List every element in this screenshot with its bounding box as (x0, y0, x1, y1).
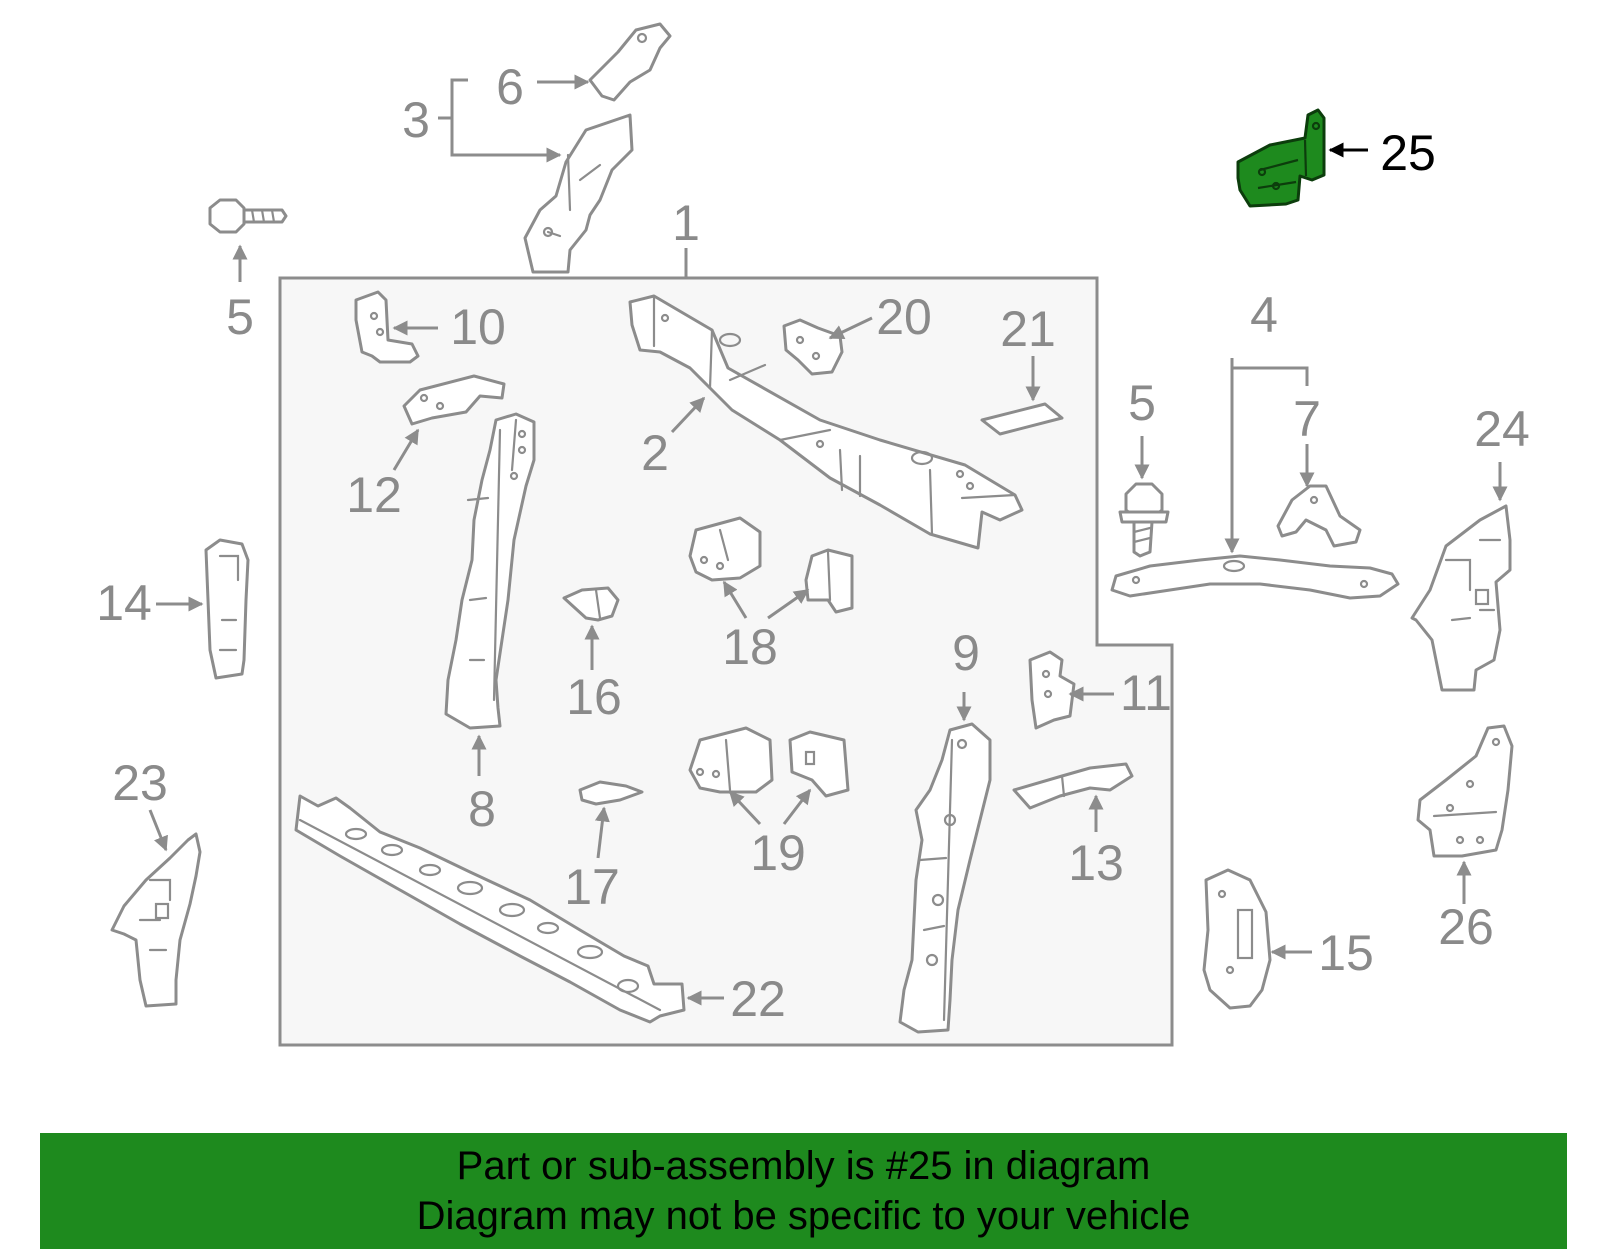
part-12-bracket[interactable] (402, 374, 506, 426)
callout-14: 14 (96, 575, 152, 631)
callout-6: 6 (496, 59, 524, 115)
part-18-bracket-a[interactable] (688, 516, 762, 582)
banner-line-1: Part or sub-assembly is #25 in diagram (456, 1144, 1151, 1188)
part-25-bracket-highlighted[interactable] (1236, 108, 1326, 208)
part-23-side-panel[interactable] (110, 832, 202, 1008)
info-banner: Part or sub-assembly is #25 in diagram D… (40, 1133, 1567, 1249)
callout-4: 4 (1250, 287, 1278, 343)
part-15-side-bracket[interactable] (1202, 868, 1272, 1010)
part-9-vertical-support[interactable] (898, 722, 992, 1034)
callout-22: 22 (730, 971, 786, 1027)
callout-19: 19 (750, 825, 806, 881)
callout-23: 23 (112, 755, 168, 811)
part-18-bracket-b[interactable] (804, 548, 854, 614)
callout-18: 18 (722, 619, 778, 675)
callout-7: 7 (1293, 391, 1321, 447)
part-4-crossmember[interactable] (1110, 554, 1400, 600)
callout-10: 10 (450, 299, 506, 355)
part-8-vertical-support[interactable] (444, 412, 536, 730)
part-10-bracket[interactable] (354, 290, 420, 364)
callout-9: 9 (952, 625, 980, 681)
part-26-bracket[interactable] (1416, 724, 1514, 858)
callout-25: 25 (1380, 125, 1436, 181)
callout-3: 3 (402, 92, 430, 148)
callout-24: 24 (1474, 401, 1530, 457)
callout-5-left: 5 (226, 289, 254, 345)
callout-20: 20 (876, 289, 932, 345)
part-19-bracket-a[interactable] (688, 726, 774, 794)
part-24-side-panel[interactable] (1410, 504, 1512, 692)
part-2-upper-crossmember[interactable] (628, 294, 1024, 550)
part-13-bracket[interactable] (1012, 762, 1134, 810)
callout-11: 11 (1120, 665, 1172, 721)
part-20-bracket[interactable] (782, 318, 844, 376)
callout-8: 8 (468, 781, 496, 837)
callout-1: 1 (672, 195, 700, 251)
callout-2: 2 (641, 425, 669, 481)
part-19-bracket-b[interactable] (788, 730, 850, 798)
callout-13: 13 (1068, 835, 1124, 891)
callout-12: 12 (346, 467, 402, 523)
callout-26: 26 (1438, 899, 1494, 955)
part-21-plate[interactable] (980, 402, 1064, 436)
part-5-bolt-right[interactable] (1118, 482, 1170, 558)
part-22-lower-crossmember[interactable] (294, 794, 686, 1024)
callout-5-right: 5 (1128, 375, 1156, 431)
callout-17: 17 (564, 859, 620, 915)
callout-21: 21 (1000, 301, 1056, 357)
callout-16: 16 (566, 669, 622, 725)
part-16-clip[interactable] (562, 586, 620, 622)
part-6-bracket[interactable] (588, 22, 672, 102)
callout-15: 15 (1318, 925, 1374, 981)
part-5-bolt-left[interactable] (208, 198, 288, 234)
banner-line-2: Diagram may not be specific to your vehi… (416, 1194, 1191, 1238)
part-3-bracket[interactable] (523, 113, 634, 274)
part-17-clip[interactable] (578, 780, 644, 806)
part-7-bracket[interactable] (1276, 484, 1362, 548)
part-14-side-bracket[interactable] (204, 538, 250, 680)
